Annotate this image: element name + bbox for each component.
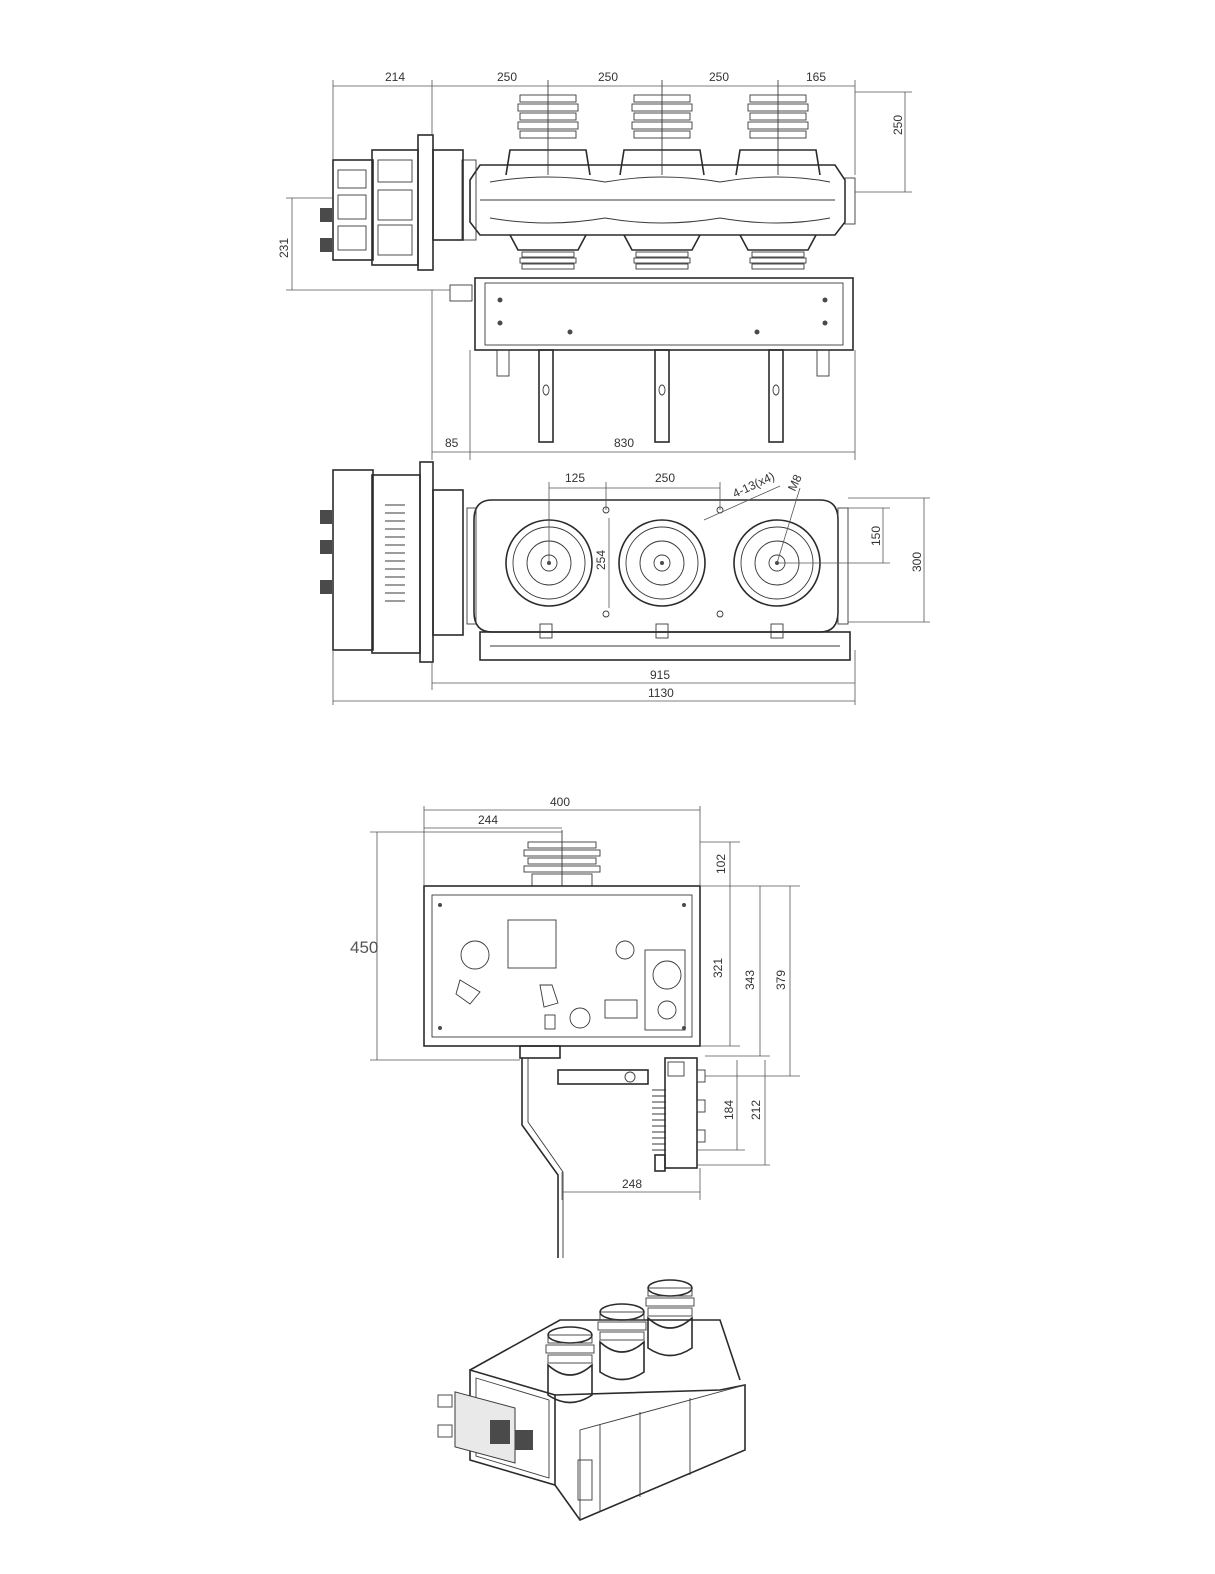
top-view-dimensions	[332, 482, 930, 705]
hole-note: 4-13(x4)	[730, 469, 776, 501]
front-view: 214 250 250 250 165 250 231 85 830	[277, 70, 912, 460]
dim-85: 85	[445, 436, 459, 450]
side-insulator	[523, 830, 601, 887]
dim-248: 248	[622, 1177, 642, 1191]
upper-insulators	[505, 80, 821, 176]
dim-231: 231	[277, 238, 291, 258]
dim-400: 400	[550, 795, 570, 809]
dim-915: 915	[650, 668, 670, 682]
base-frame	[474, 277, 854, 351]
dim-244: 244	[478, 813, 498, 827]
iso-poles	[545, 1279, 695, 1404]
dim-254: 254	[594, 550, 608, 570]
dim-1130: 1130	[648, 686, 674, 700]
dim-250-top: 250	[655, 471, 675, 485]
dim-165: 165	[806, 70, 826, 84]
side-view: 400 244 450 102 321 343 379 184 212 248	[350, 795, 800, 1258]
dim-250-b: 250	[598, 70, 618, 84]
dim-250-height: 250	[891, 115, 905, 135]
dim-450: 450	[350, 938, 378, 957]
dim-250-c: 250	[709, 70, 729, 84]
pole-circles	[505, 519, 821, 607]
top-view: 125 250 4-13(x4) M8 254 150 300 915 1130	[320, 461, 930, 705]
dim-379: 379	[774, 970, 788, 990]
tank-body	[469, 164, 846, 236]
dim-300: 300	[910, 552, 924, 572]
mechanism-top	[320, 461, 464, 663]
dim-184: 184	[722, 1100, 736, 1120]
front-view-dimensions	[286, 80, 912, 460]
dim-102: 102	[714, 854, 728, 874]
dim-250-a: 250	[497, 70, 517, 84]
dim-214: 214	[385, 70, 405, 84]
side-view-dimensions	[370, 806, 800, 1200]
base-rail	[479, 631, 851, 661]
operating-mechanism	[320, 134, 464, 271]
dim-150: 150	[869, 526, 883, 546]
dim-212: 212	[749, 1100, 763, 1120]
dim-125: 125	[565, 471, 585, 485]
terminal-bars	[496, 349, 830, 443]
side-linkage	[519, 1045, 706, 1258]
dim-m8: M8	[785, 472, 805, 493]
lower-insulators	[509, 234, 817, 270]
dim-343: 343	[743, 970, 757, 990]
isometric-view	[437, 1279, 746, 1521]
dim-830: 830	[614, 436, 634, 450]
dim-321: 321	[711, 958, 725, 978]
side-cabinet	[423, 885, 701, 1047]
